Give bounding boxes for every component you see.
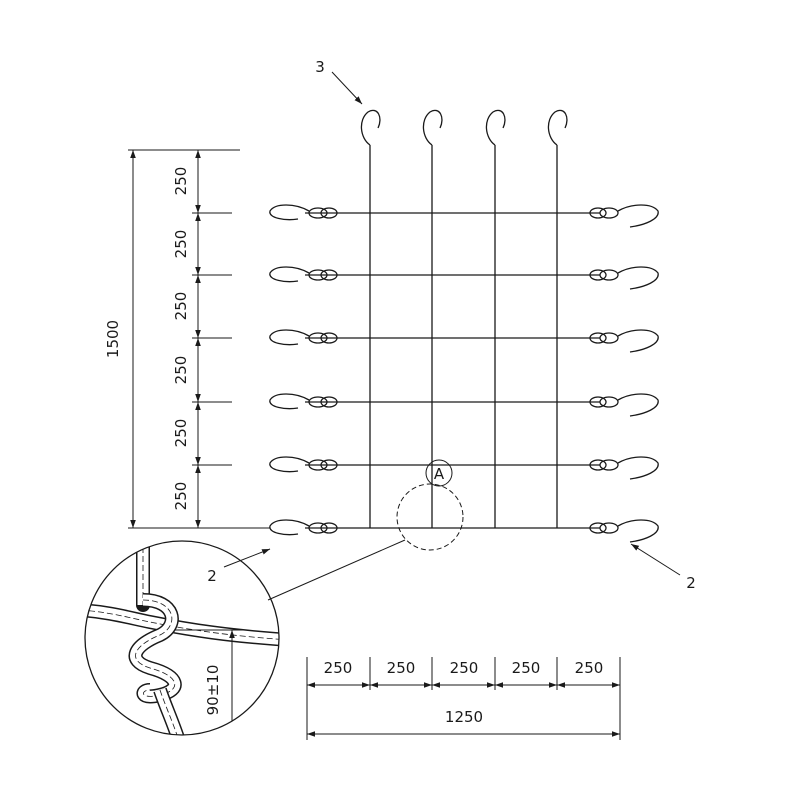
hook-icon xyxy=(617,266,659,290)
knot-length-label: 90±10 xyxy=(204,665,222,716)
hook-icon xyxy=(617,456,659,480)
hook-icon xyxy=(485,109,506,146)
segment-width-label: 250 xyxy=(324,659,353,677)
knot-icon xyxy=(308,522,328,534)
horizontal-rope xyxy=(269,519,659,543)
segment-height-label: 250 xyxy=(172,230,190,259)
detail-region-circle xyxy=(396,483,464,551)
part-number-rope-left: 2 xyxy=(207,567,217,585)
hook-icon xyxy=(617,393,659,417)
hook-icon xyxy=(422,109,443,146)
knot-icon xyxy=(589,269,607,281)
segment-width-label: 250 xyxy=(450,659,479,677)
segment-height-label: 250 xyxy=(172,356,190,385)
segment-height-label: 250 xyxy=(172,482,190,511)
part-callouts: 3 2 2 xyxy=(207,58,696,592)
hook-icon xyxy=(617,329,659,353)
hook-icon xyxy=(269,393,310,410)
detail-marker-circle xyxy=(425,459,453,487)
knot-icon xyxy=(308,396,328,408)
horizontal-rope xyxy=(269,329,659,353)
part-number-hook: 3 xyxy=(315,58,325,76)
knot-icon xyxy=(589,522,607,534)
hook-icon xyxy=(269,266,310,283)
net-horizontal-ropes xyxy=(269,204,659,543)
net-vertical-ropes xyxy=(369,145,558,528)
knot-icon xyxy=(589,207,607,219)
detail-view-circle xyxy=(84,540,280,736)
knot-icon xyxy=(308,207,328,219)
segment-height-label: 250 xyxy=(172,292,190,321)
knot-icon xyxy=(308,269,328,281)
knot-icon xyxy=(589,332,607,344)
hook-icon xyxy=(269,519,310,536)
detail-marker-label: A xyxy=(434,465,445,483)
detail-leader-line xyxy=(267,539,406,601)
part-number-rope-right: 2 xyxy=(686,574,696,592)
segment-width-label: 250 xyxy=(512,659,541,677)
segment-width-label: 250 xyxy=(575,659,604,677)
segment-height-label: 250 xyxy=(172,419,190,448)
vertical-dimension-chain: 1500 250 250 250 250 250 250 xyxy=(104,149,270,529)
segment-height-label: 250 xyxy=(172,167,190,196)
hook-icon xyxy=(269,456,310,473)
hook-icon xyxy=(547,109,568,146)
horizontal-rope xyxy=(269,393,659,417)
segment-width-label: 250 xyxy=(387,659,416,677)
detail-callout: A xyxy=(267,459,464,601)
horizontal-rope xyxy=(269,266,659,290)
hook-icon xyxy=(617,519,659,543)
knot-icon xyxy=(589,459,607,471)
hook-icon xyxy=(269,329,310,346)
horizontal-rope xyxy=(269,204,659,228)
knot-icon xyxy=(308,332,328,344)
enlarged-knot-detail: 90±10 xyxy=(84,540,280,736)
knot-icon xyxy=(589,396,607,408)
hook-icon xyxy=(617,204,659,228)
horizontal-rope xyxy=(269,456,659,480)
hook-icon xyxy=(360,109,381,146)
overall-width-label: 1250 xyxy=(445,708,483,726)
hook-icon xyxy=(269,204,310,221)
overall-height-label: 1500 xyxy=(104,320,122,358)
horizontal-dimension-chain: 250 250 250 250 250 1250 xyxy=(306,657,621,740)
top-hooks xyxy=(360,109,568,146)
knot-icon xyxy=(308,459,328,471)
